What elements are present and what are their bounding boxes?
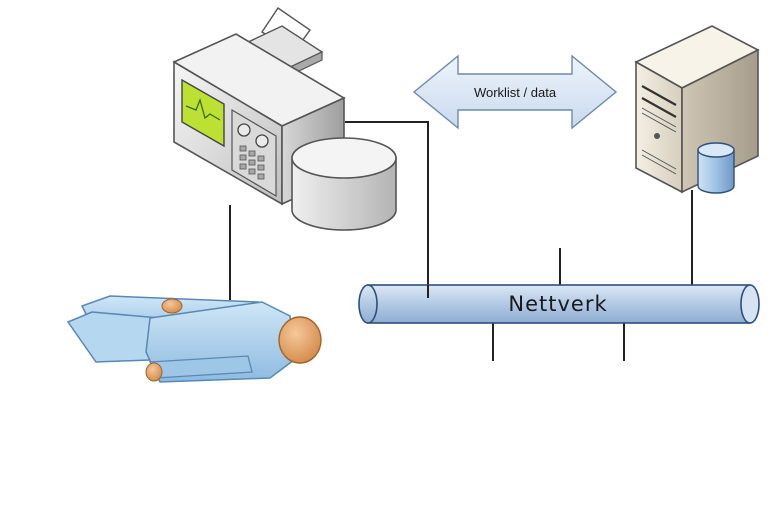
server-tower-icon — [634, 25, 760, 194]
database-icon — [697, 142, 735, 194]
arrow-label: Worklist / data — [474, 85, 557, 100]
patient-head — [278, 316, 322, 364]
modality-to-network-line — [345, 121, 429, 298]
network-label: Nettverk — [508, 292, 607, 316]
network-bus: Nettverk — [358, 284, 760, 324]
connection-lines — [229, 121, 693, 361]
bidirectional-arrow-icon — [412, 54, 618, 130]
worklist-arrow: Worklist / data — [412, 54, 618, 130]
patient-icon — [66, 295, 322, 383]
medical-device-icon — [172, 7, 397, 231]
disk-storage-icon — [291, 137, 397, 231]
